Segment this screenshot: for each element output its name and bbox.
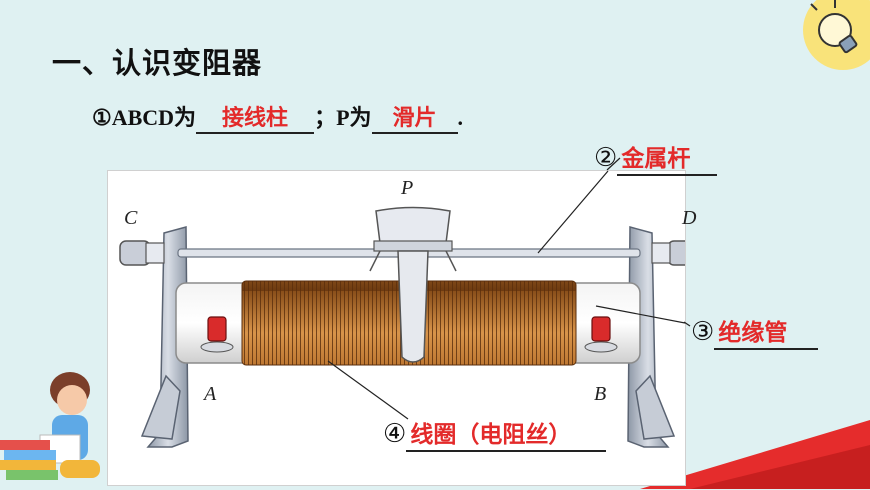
answer-blank-slider: 滑片	[371, 106, 458, 134]
sentence-prefix: ①ABCD为	[92, 105, 197, 130]
label-D: D	[682, 207, 697, 229]
page-title: 一、认识变阻器	[52, 46, 263, 80]
rheostat-illustration	[119, 171, 685, 448]
label-B: B	[594, 383, 607, 405]
callout-number: ③	[691, 317, 715, 347]
label-C: C	[124, 207, 138, 229]
lightbulb-icon	[803, 0, 870, 70]
answer-insulating-tube: 绝缘管	[714, 313, 819, 350]
question-line: ①ABCD为接线柱；P为滑片.	[92, 100, 463, 134]
reading-child-illustration	[0, 372, 100, 480]
answer-coil: 线圈（电阻丝）	[406, 415, 607, 452]
sentence-suffix: .	[457, 105, 464, 130]
answer-metal-rod: 金属杆	[617, 139, 718, 176]
label-A: A	[204, 383, 217, 405]
callout-number: ④	[383, 419, 407, 449]
callout-number: ②	[594, 143, 618, 173]
rheostat-diagram: P C D A B	[107, 170, 696, 486]
answer-blank-terminals: 接线柱	[196, 106, 315, 134]
label-P: P	[401, 177, 414, 199]
sentence-middle: ；P为	[314, 105, 372, 130]
